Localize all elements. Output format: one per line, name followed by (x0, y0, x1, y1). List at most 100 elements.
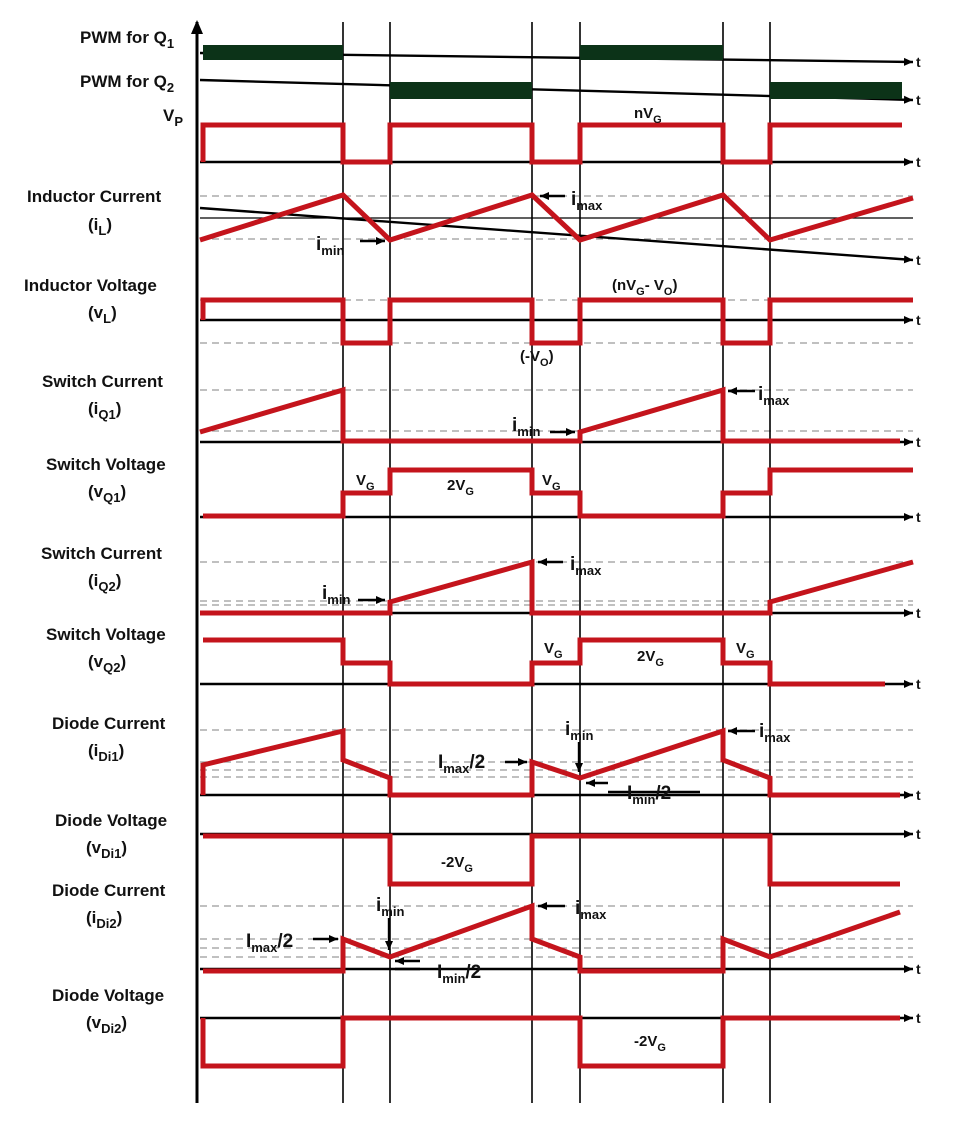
annotation-vl-low-part: ) (549, 348, 554, 365)
annotation-vdi2-level-part: -2V (634, 1033, 657, 1050)
annotation-vdi1-level-part: G (464, 863, 473, 875)
annotation-idi2-imin-part: i (376, 895, 381, 916)
row-sublabel-vq2: (vQ2) (88, 652, 126, 675)
row-sublabel-vl-part: ) (111, 303, 117, 322)
iq2-waveform (200, 558, 914, 616)
annotation-iq2-max-part: max (575, 563, 602, 578)
row-label-vq1-part: Switch Voltage (46, 455, 166, 474)
row-sublabel-vl-part: L (103, 311, 111, 326)
time-axis-label: t (916, 676, 921, 692)
row-sublabel-iq1-part: ) (116, 399, 122, 418)
time-axis-label: t (916, 312, 921, 328)
row-label-pwm-q2: PWM for Q2 (80, 72, 174, 95)
time-axis-label: t (916, 509, 921, 525)
row-sublabel-vl: (vL) (88, 303, 117, 326)
row-sublabel-vdi1-part: ) (121, 838, 127, 857)
annotation-vq1-2vg: 2VG (447, 477, 474, 498)
annotation-idi2-imin-half-part: min (442, 971, 465, 986)
row-sublabel-idi1-part: ) (119, 741, 125, 760)
row-label-idi1: Diode Current (52, 714, 166, 733)
row-label-vp-part: V (163, 106, 175, 125)
row-sublabel-idi2-part: (i (86, 908, 96, 927)
annotation-il-max: imax (571, 189, 603, 213)
annotation-vq2-vg-a-part: G (554, 649, 563, 661)
row-label-pwm-q1-part: PWM for Q (80, 28, 167, 47)
row-label-vq2-part: Switch Voltage (46, 625, 166, 644)
annotation-idi1-imax-part: max (764, 730, 791, 745)
annotation-il-min: imin (316, 234, 344, 258)
idi2-waveform (203, 902, 901, 974)
annotation-il-max-part: max (576, 198, 603, 213)
time-axis-label: t (916, 1010, 921, 1026)
annotation-vp-level: nVG (634, 105, 662, 126)
vq1-waveform (203, 467, 913, 519)
annotation-vq2-2vg-part: G (655, 657, 664, 669)
annotation-vq1-vg-b-part: V (542, 472, 552, 489)
annotation-idi2-imax-half-part: I (246, 931, 251, 952)
row-label-vp-part: P (174, 114, 183, 129)
annotation-il-max-part: i (571, 189, 576, 210)
row-label-iq2-part: Switch Current (41, 544, 162, 563)
row-label-vl-part: Inductor Voltage (24, 276, 157, 295)
pwm-q1-pulse-1 (203, 45, 343, 60)
row-label-pwm-q2-part: PWM for Q (80, 72, 167, 91)
row-label-vl: Inductor Voltage (24, 276, 157, 295)
annotation-arrows (313, 192, 755, 971)
annotation-idi2-imin-half: Imin/2 (437, 962, 481, 986)
row-sublabel-vdi1-part: (v (86, 838, 102, 857)
annotation-vdi1-level: -2VG (441, 854, 473, 875)
idi1-waveform (200, 727, 900, 798)
vl-waveform (200, 297, 913, 346)
annotation-vl-high-part: O (664, 286, 673, 298)
row-sublabel-idi2: (iDi2) (86, 908, 122, 931)
annotation-iq2-min: imin (322, 583, 350, 607)
row-label-vdi1-part: Diode Voltage (55, 811, 167, 830)
annotation-vq2-2vg: 2VG (637, 648, 664, 669)
annotation-iq2-max-part: i (570, 554, 575, 575)
row-label-iq1-part: Switch Current (42, 372, 163, 391)
annotation-idi2-imin-half-part: /2 (465, 962, 481, 983)
annotation-iq2-min-part: i (322, 583, 327, 604)
row-label-vdi2: Diode Voltage (52, 986, 164, 1005)
annotation-vq1-vg-b: VG (542, 472, 561, 493)
row-sublabel-vq2-part: Q2 (103, 660, 120, 675)
time-axis-label: t (916, 54, 921, 70)
row-sublabel-iq2-part: ) (116, 571, 122, 590)
row-sublabel-vdi1: (vDi1) (86, 838, 127, 861)
row-label-il: Inductor Current (27, 187, 161, 206)
annotation-vq1-vg-a: VG (356, 472, 375, 493)
annotation-idi1-imin-half-part: I (627, 783, 632, 804)
annotation-iq1-min-part: min (517, 424, 540, 439)
row-label-vp: VP (163, 106, 183, 129)
annotation-idi1-imax-half: Imax/2 (438, 752, 485, 776)
annotation-vq2-vg-b-part: G (746, 649, 755, 661)
time-axis-label: t (916, 787, 921, 803)
annotation-idi2-imin: imin (376, 895, 404, 919)
annotation-vp-level-part: nV (634, 105, 653, 122)
row-label-idi2-part: Diode Current (52, 881, 166, 900)
row-label-idi1-part: Diode Current (52, 714, 166, 733)
time-axis-label: t (916, 252, 921, 268)
row-sublabel-il-part: L (98, 223, 106, 238)
pwm-q2-pulse-1 (390, 82, 532, 99)
annotation-il-min-part: min (321, 243, 344, 258)
annotation-idi1-imin-part: min (570, 728, 593, 743)
annotation-idi1-imin-half-part: min (632, 792, 655, 807)
row-sublabel-iq1: (iQ1) (88, 399, 121, 422)
annotation-vp-level-part: G (653, 114, 662, 126)
time-axis-il (199, 206, 914, 264)
annotation-idi1-imin: imin (565, 719, 593, 743)
row-label-pwm-q1-part: 1 (167, 36, 174, 51)
annotation-idi2-imax: imax (575, 898, 607, 922)
row-sublabel-il-part: (i (88, 215, 98, 234)
row-sublabel-vdi2-part: ) (121, 1013, 127, 1032)
annotation-vl-high-part: (nV (612, 277, 636, 294)
annotation-idi2-imax-half-part: max (251, 940, 278, 955)
annotation-idi2-imin-half-part: I (437, 962, 442, 983)
row-sublabel-iq2-part: Q2 (98, 579, 115, 594)
annotation-il-min-part: i (316, 234, 321, 255)
row-label-vq2: Switch Voltage (46, 625, 166, 644)
annotation-vl-high-part: - V (645, 277, 664, 294)
iq1-waveform (199, 386, 900, 444)
